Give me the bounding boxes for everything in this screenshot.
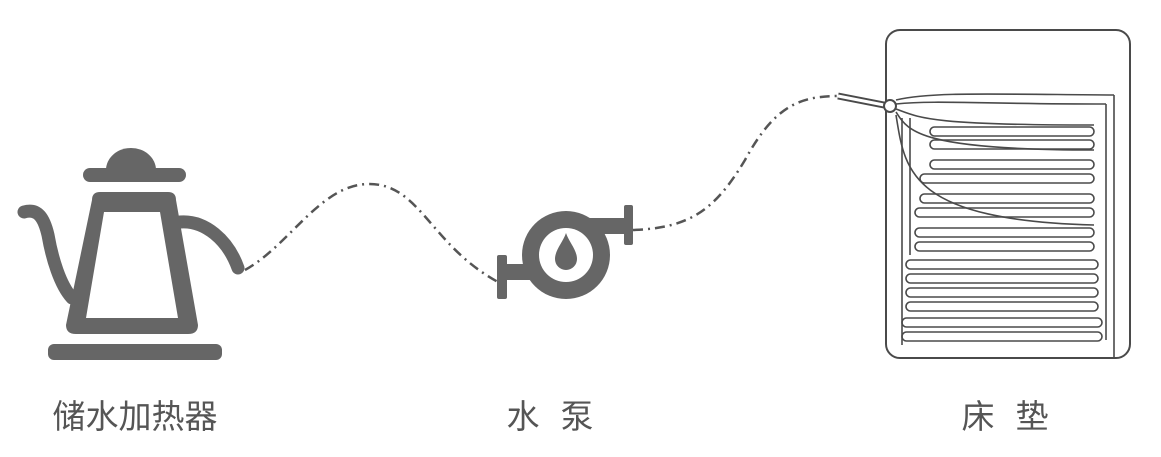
pipe-heater-to-pump <box>244 182 499 284</box>
mattress-icon <box>837 29 1131 359</box>
heater-label: 储水加热器 <box>52 397 218 436</box>
water-pump-icon <box>497 205 633 299</box>
mattress-label: 床 垫 <box>961 397 1049 436</box>
pipe-pump-to-mattress <box>632 94 841 232</box>
pump-label: 水 泵 <box>506 397 594 436</box>
kettle-icon <box>17 148 245 360</box>
